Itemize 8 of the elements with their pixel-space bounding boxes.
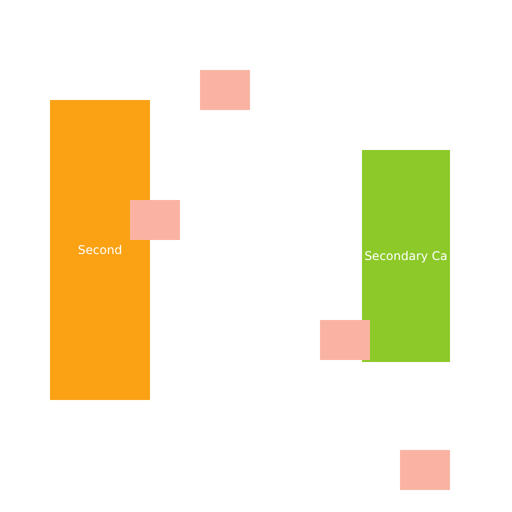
block: [400, 450, 450, 490]
bar: [50, 100, 150, 400]
bar-label: Secondary Ca: [364, 249, 448, 263]
block: [320, 320, 370, 360]
block: [130, 200, 180, 240]
bar: [362, 150, 450, 362]
block: [200, 70, 250, 110]
bar-label: Second: [78, 243, 122, 257]
